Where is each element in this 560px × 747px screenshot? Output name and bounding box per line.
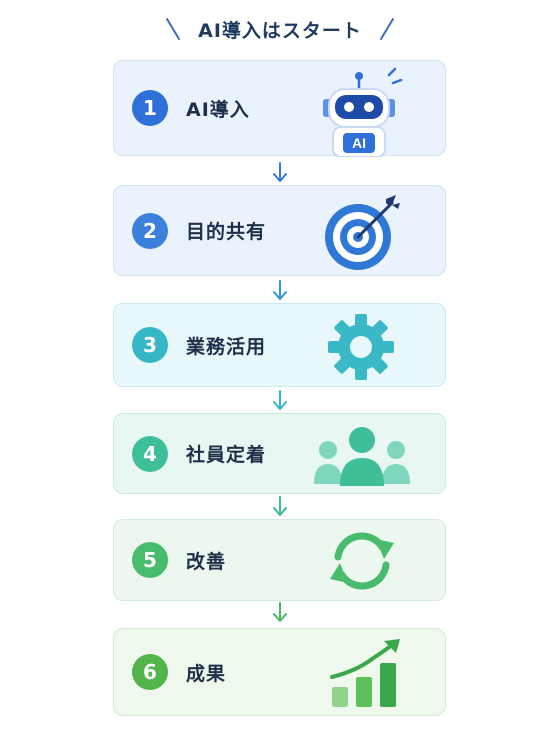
target-icon <box>325 195 400 270</box>
robot-chest-label: AI <box>352 135 366 151</box>
step-label: AI導入 <box>186 98 250 121</box>
team-icon <box>314 427 410 486</box>
flow-arrow <box>273 280 287 300</box>
robot-icon: AI <box>323 67 403 157</box>
step-card-results: 6 成果 <box>113 628 446 716</box>
step-card-goal-sharing: 2 目的共有 <box>113 185 446 276</box>
left-slash-decoration <box>166 18 181 40</box>
right-slash-decoration <box>379 18 394 40</box>
flow-arrow <box>273 496 287 516</box>
step-label: 業務活用 <box>186 335 267 358</box>
growth-chart-icon <box>330 639 400 707</box>
step-label: 成果 <box>186 662 227 685</box>
step-number-badge: 2 <box>132 212 168 249</box>
step-card-business-use: 3 業務活用 <box>113 303 446 387</box>
step-number-badge: 3 <box>132 327 168 363</box>
step-card-improvement: 5 改善 <box>113 519 446 601</box>
page-title-row: AI導入はスタート <box>0 12 560 46</box>
step-number-badge: 1 <box>132 90 168 126</box>
step-card-ai-introduction: 1 AI導入 AI <box>113 60 446 157</box>
flow-arrow <box>273 602 287 622</box>
flow-arrow <box>273 390 287 410</box>
step-number-badge: 5 <box>132 542 168 578</box>
step-label: 改善 <box>186 550 227 573</box>
step-number-badge: 4 <box>132 435 168 472</box>
step-number-badge: 6 <box>132 654 168 690</box>
step-label: 目的共有 <box>186 221 267 243</box>
step-card-employee-adoption: 4 社員定着 <box>113 413 446 494</box>
refresh-cycle-icon <box>330 532 394 590</box>
page-title: AI導入はスタート <box>198 19 362 42</box>
gear-icon <box>328 314 394 380</box>
step-label: 社員定着 <box>186 444 267 466</box>
flow-arrow <box>273 162 287 182</box>
